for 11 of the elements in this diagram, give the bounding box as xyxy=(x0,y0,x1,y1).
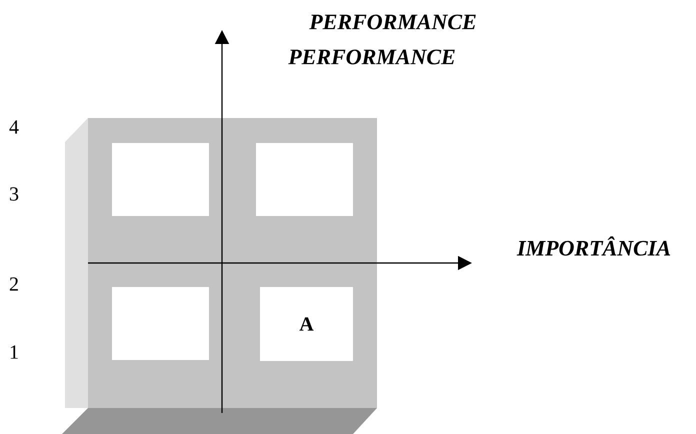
axis-title: IMPORTÂNCIA xyxy=(516,236,670,256)
quadrant-box xyxy=(112,287,209,360)
tick-label: 4 xyxy=(9,120,19,134)
quadrant-box xyxy=(256,143,353,216)
tick-label: 3 xyxy=(10,187,18,201)
axis-title: PERFORMANCE xyxy=(309,14,476,30)
axis-title: PERFORMANCE xyxy=(288,50,455,64)
text-box: A xyxy=(260,287,353,361)
tick-label: 1 xyxy=(10,345,18,359)
tick-label: 2 xyxy=(10,277,18,291)
quadrant-box xyxy=(112,143,209,216)
